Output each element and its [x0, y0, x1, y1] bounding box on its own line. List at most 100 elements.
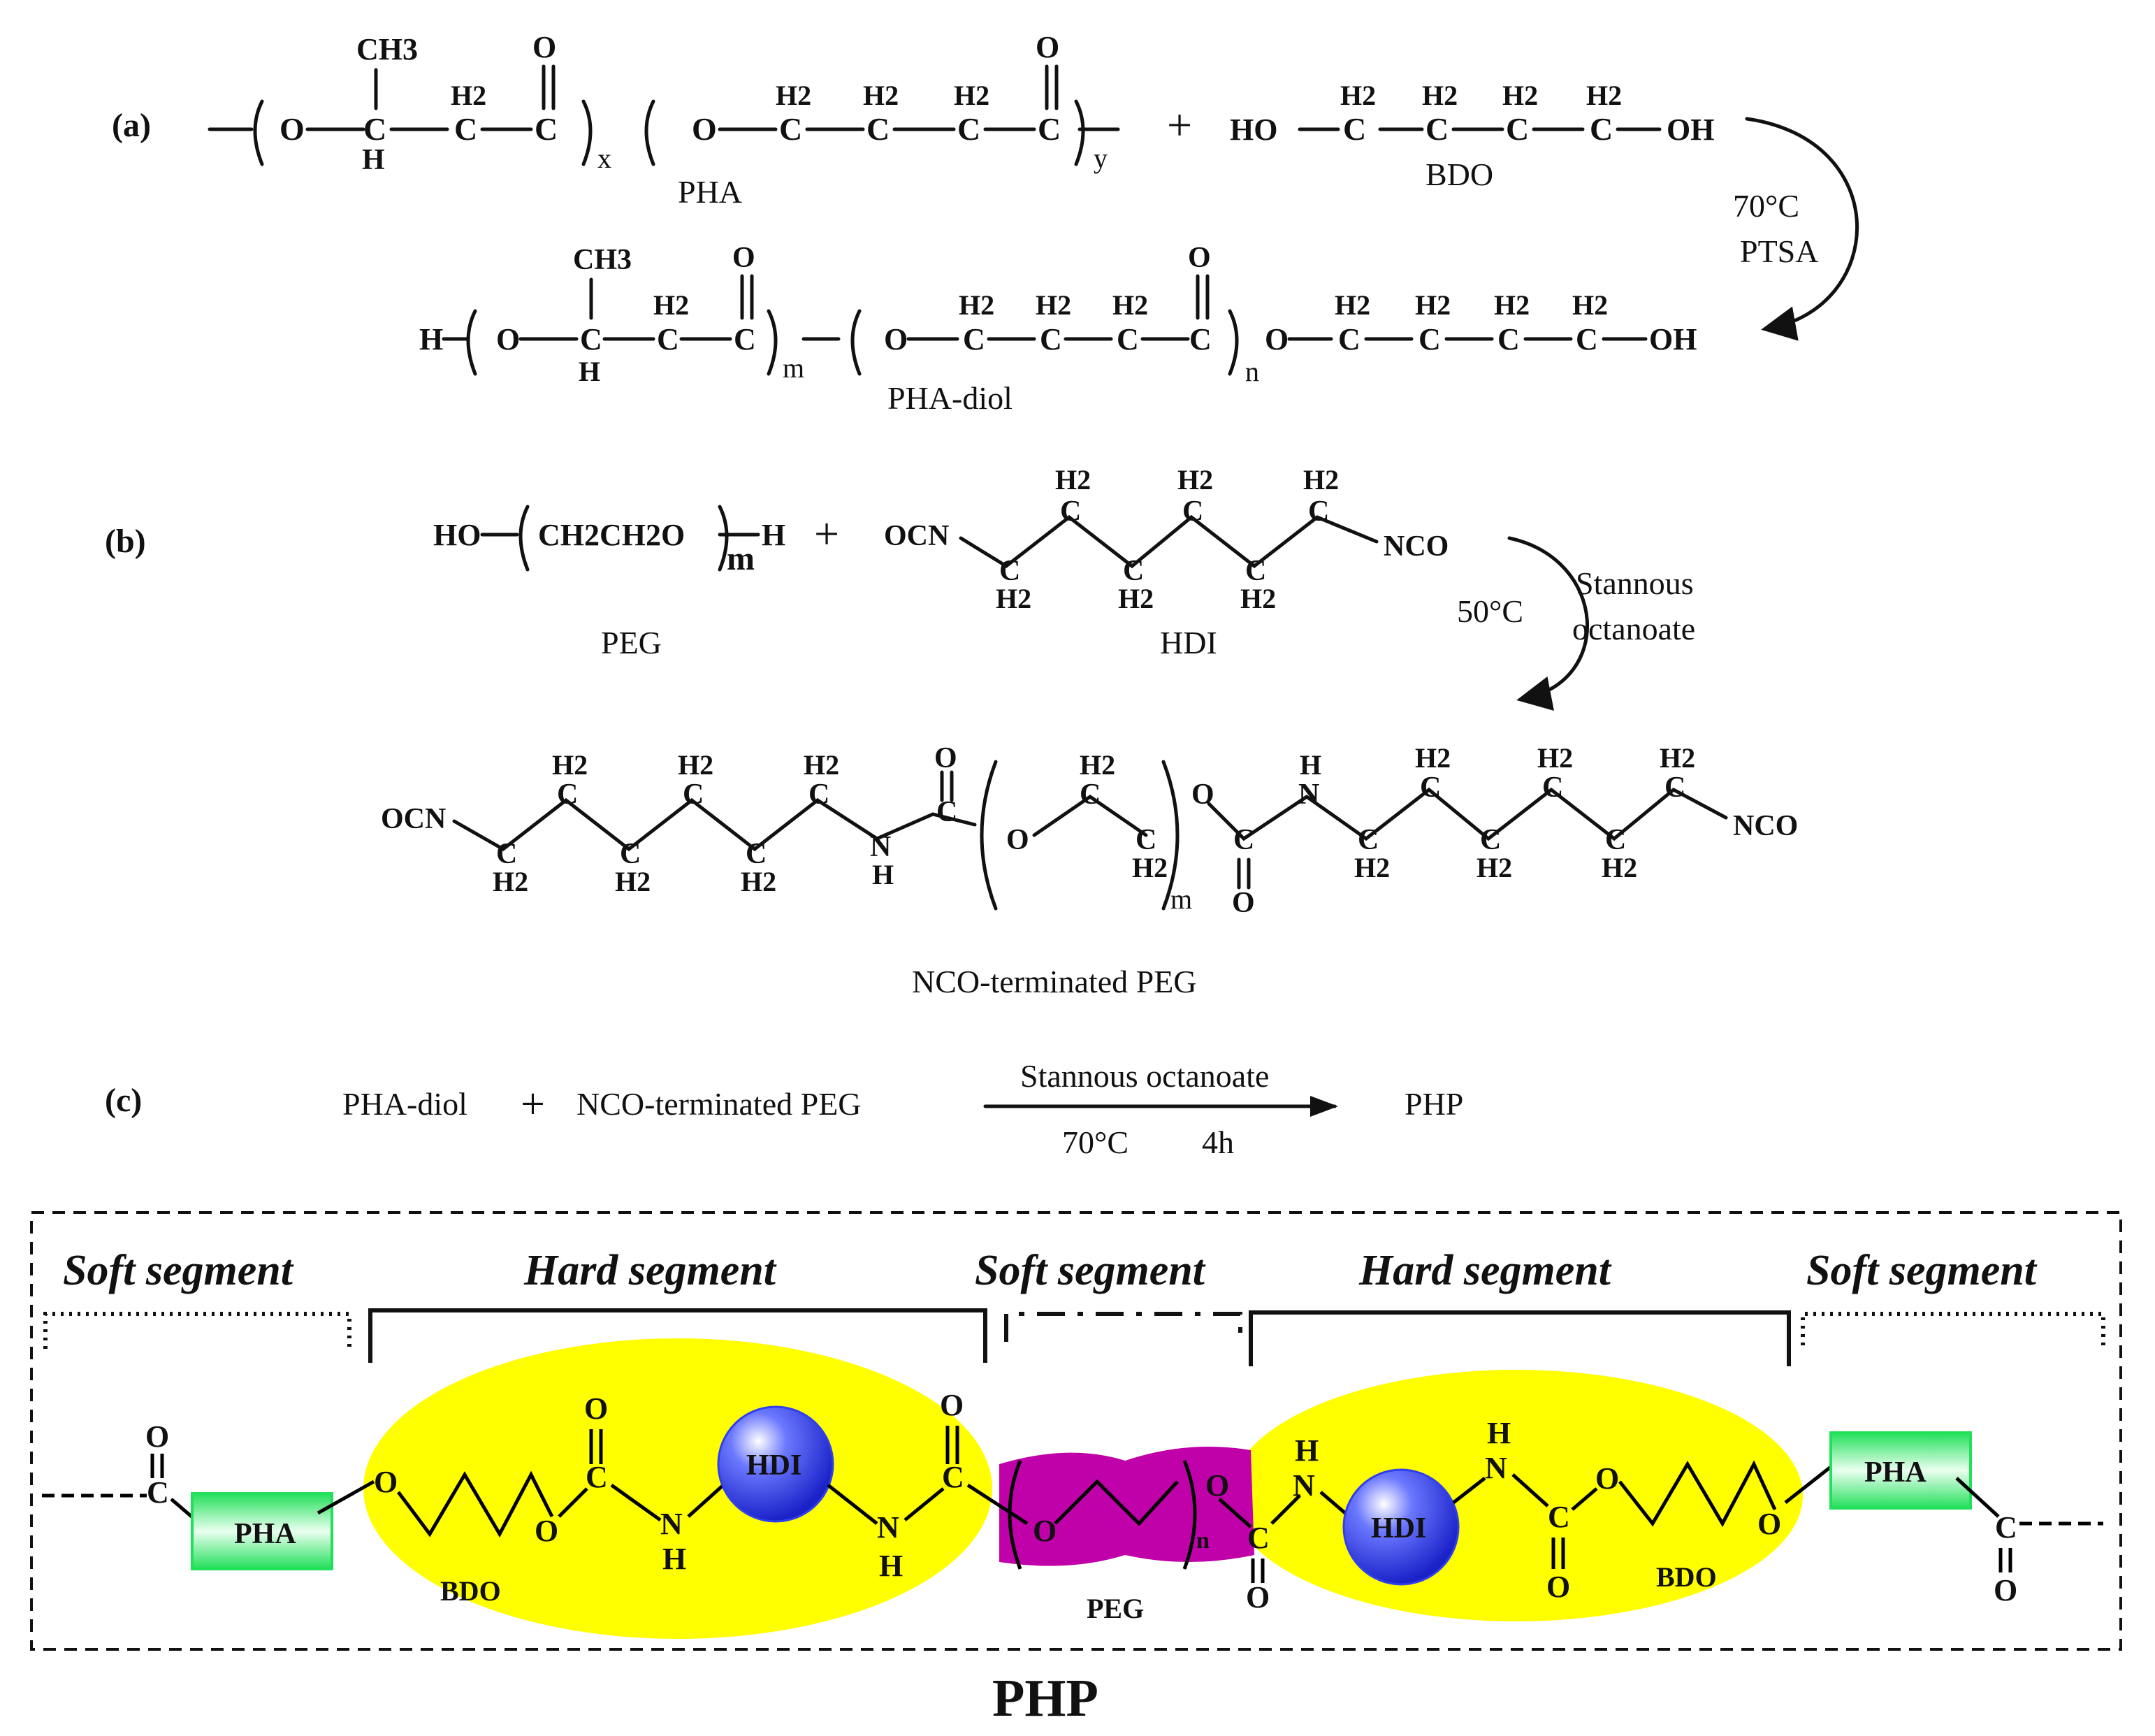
peg-label: PEG	[1087, 1593, 1144, 1624]
atom-o: O	[532, 30, 556, 64]
bdo-right-label: BDO	[1656, 1561, 1717, 1593]
reaction-arrow	[1745, 117, 1859, 341]
subscript-y: y	[1094, 143, 1108, 174]
temperature: 70°C	[1062, 1124, 1129, 1160]
atom-o: O	[732, 242, 755, 274]
atom-oh: OH	[1667, 113, 1714, 147]
atom-h2: H2	[615, 866, 651, 897]
panel-b-label: (b)	[105, 523, 146, 560]
atom-h2: H2	[1572, 289, 1608, 321]
pha-diol-structure: H O C CH3 H H2 C C O m O H2 C H	[419, 242, 1697, 416]
atom-oh: OH	[1649, 322, 1697, 356]
php-segment-diagram: Soft segment Hard segment Soft segment H…	[30, 1211, 2122, 1651]
atom-n: N	[1298, 779, 1319, 811]
peg-chain	[1054, 1479, 1179, 1526]
atom-c: C	[1189, 322, 1212, 356]
atom-c: C	[147, 1475, 169, 1510]
atom-h2: H2	[678, 749, 713, 781]
atom-c: C	[1664, 772, 1685, 804]
methyl: CH3	[573, 244, 632, 276]
atom-o: O	[1265, 322, 1289, 356]
atom-n: N	[660, 1507, 683, 1541]
product: PHP	[1405, 1086, 1463, 1122]
atom-c: C	[779, 111, 802, 147]
bond	[1218, 1498, 1252, 1528]
atom-c: C	[454, 111, 477, 147]
atom-nco: NCO	[1733, 810, 1798, 842]
atom-c: C	[1233, 824, 1254, 856]
pha-left-label: PHA	[234, 1518, 296, 1550]
hdi-sphere-left	[717, 1405, 834, 1523]
peg-h: H	[762, 518, 785, 552]
condition-catalyst-line1: Stannous	[1576, 565, 1694, 601]
atom-n: N	[870, 831, 891, 863]
peg-repeat-unit: CH2CH2O	[538, 518, 685, 552]
bond	[1955, 1477, 2000, 1518]
atom-h2: H2	[1335, 289, 1370, 321]
bond	[1319, 1491, 1347, 1514]
bracket-soft-middle	[1004, 1312, 1242, 1342]
hard-segment-left-oval	[363, 1338, 992, 1639]
soft-segment-middle-label: Soft segment	[975, 1247, 1206, 1294]
panel-a-label: (a)	[112, 107, 151, 144]
atom-o: O	[692, 111, 717, 147]
atom-c: C	[683, 779, 704, 811]
atom-o: O	[584, 1391, 608, 1426]
atom-o: O	[1036, 30, 1059, 64]
open-paren	[466, 309, 477, 376]
atom-c: C	[1497, 322, 1520, 356]
plus-sign: +	[521, 1080, 545, 1128]
bond	[1784, 1463, 1836, 1504]
atom-h2: H2	[1118, 583, 1154, 614]
atom-c: C	[620, 838, 641, 870]
atom-h2: H2	[863, 80, 899, 111]
peg-n: n	[1196, 1528, 1210, 1554]
close-paren	[1161, 760, 1180, 911]
reactant-2: NCO-terminated PEG	[576, 1086, 862, 1122]
bracket-hard-right	[1249, 1310, 1791, 1366]
close-paren	[581, 99, 593, 166]
atom-h2: H2	[1602, 852, 1637, 883]
atom-c: C	[1542, 772, 1563, 804]
atom-o: O	[1595, 1461, 1619, 1496]
open-paren	[980, 760, 998, 911]
atom-c: C	[1358, 824, 1379, 856]
atom-o: O	[1205, 1468, 1229, 1503]
atom-o: O	[934, 742, 957, 774]
open-paren	[644, 99, 655, 166]
atom-o: O	[1757, 1507, 1781, 1541]
atom-h2: H2	[1494, 289, 1530, 321]
atom-o: O	[940, 1388, 964, 1422]
atom-o: O	[496, 322, 520, 356]
atom-h2: H2	[1080, 749, 1115, 781]
atom-h2: H2	[1660, 742, 1695, 774]
atom-c: C	[1080, 779, 1101, 811]
reactant-1: PHA-diol	[342, 1086, 467, 1122]
close-paren	[718, 505, 729, 572]
dashed-frame	[30, 1211, 2122, 1651]
atom-h2: H2	[1537, 742, 1573, 774]
atom-h2: H2	[996, 583, 1031, 614]
atom-o: O	[280, 111, 305, 147]
close-paren	[767, 309, 778, 376]
atom-h2: H2	[776, 80, 811, 111]
atom-h: H	[1300, 749, 1321, 781]
nco-peg-chain-right	[1207, 787, 1728, 841]
atom-h: H	[872, 859, 894, 890]
bdo-structure: HO H2 C H2 C H2 C H2 C OH BDO	[1230, 80, 1714, 192]
pha-right-label: PHA	[1864, 1456, 1927, 1489]
hard-segment-right-oval	[1230, 1370, 1803, 1621]
atom-h2: H2	[1240, 583, 1276, 614]
pha-name: PHA	[678, 174, 742, 210]
atom-c: C	[1247, 1521, 1270, 1555]
time: 4h	[1202, 1124, 1234, 1160]
bond	[558, 1487, 588, 1518]
atom-h: H	[579, 356, 600, 387]
atom-h2: H2	[1177, 464, 1213, 496]
atom-h2: H2	[1303, 464, 1339, 496]
atom-c: C	[586, 1460, 608, 1494]
bracket-soft-left	[43, 1312, 351, 1349]
atom-h: H	[1295, 1433, 1319, 1468]
php-title: PHP	[992, 1669, 1098, 1728]
